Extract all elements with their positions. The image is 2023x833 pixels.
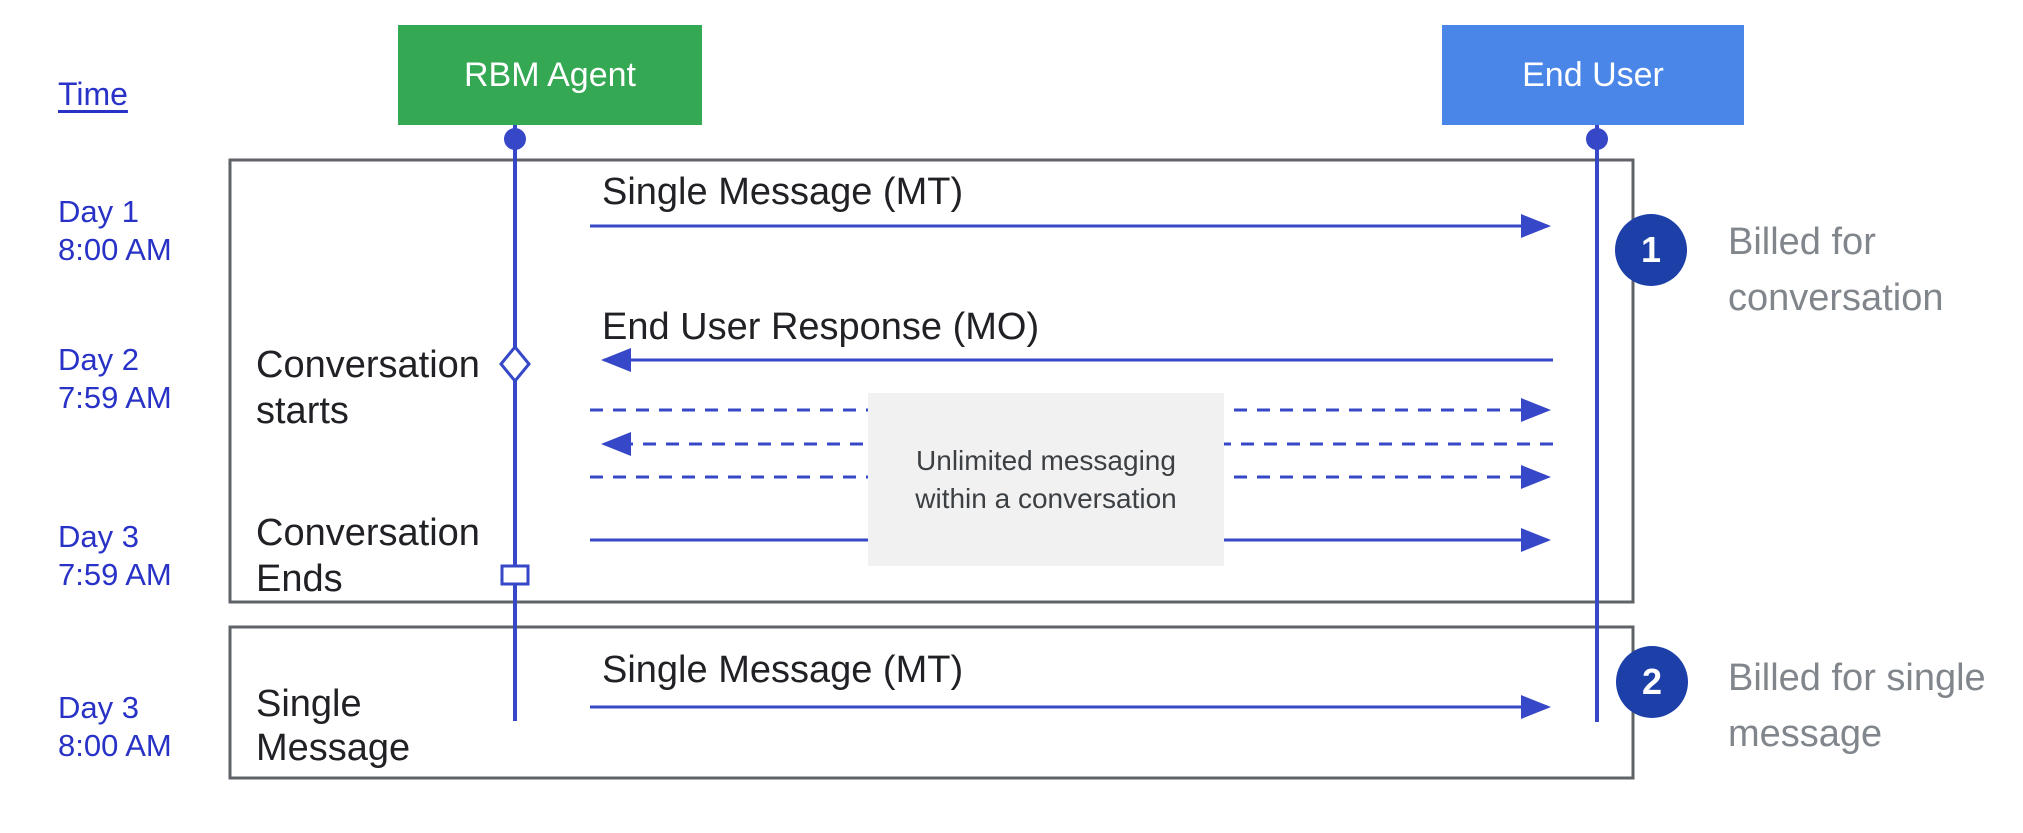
lifeline-rbm-agent-start-dot — [504, 128, 526, 150]
label-conversation-ends: Conversation Ends — [256, 512, 480, 600]
time-tick-day1: Day 1 8:00 AM — [58, 194, 172, 267]
label-single-message-row: Single Message — [256, 683, 411, 769]
label-end-user-response-mo: End User Response (MO) — [602, 306, 1040, 348]
conversation-box-outline — [228, 158, 1635, 604]
time-tick-day2: Day 2 7:59 AM — [58, 342, 172, 415]
conversation-end-square-marker — [500, 564, 530, 586]
actor-rbm-agent: RBM Agent — [398, 25, 702, 125]
label-single-message-mt: Single Message (MT) — [602, 171, 964, 213]
badge-2: 2 — [1616, 646, 1688, 718]
time-tick-day3: Day 3 7:59 AM — [58, 519, 172, 592]
label-single-message-mt-2: Single Message (MT) — [602, 649, 964, 691]
conversation-start-diamond-marker — [499, 344, 531, 384]
lifeline-end-user-start-dot — [1586, 128, 1608, 150]
time-tick-day3-8am: Day 3 8:00 AM — [58, 690, 172, 763]
badge-1: 1 — [1615, 214, 1687, 286]
time-axis-label: Time — [58, 76, 128, 112]
label-billed-for-single-message: Billed for single message — [1728, 657, 1986, 755]
label-conversation-starts: Conversation starts — [256, 344, 480, 432]
unlimited-messaging-note: Unlimited messaging within a conversatio… — [868, 393, 1224, 566]
actor-end-user: End User — [1442, 25, 1744, 125]
label-billed-for-conversation: Billed for conversation — [1728, 221, 1944, 319]
